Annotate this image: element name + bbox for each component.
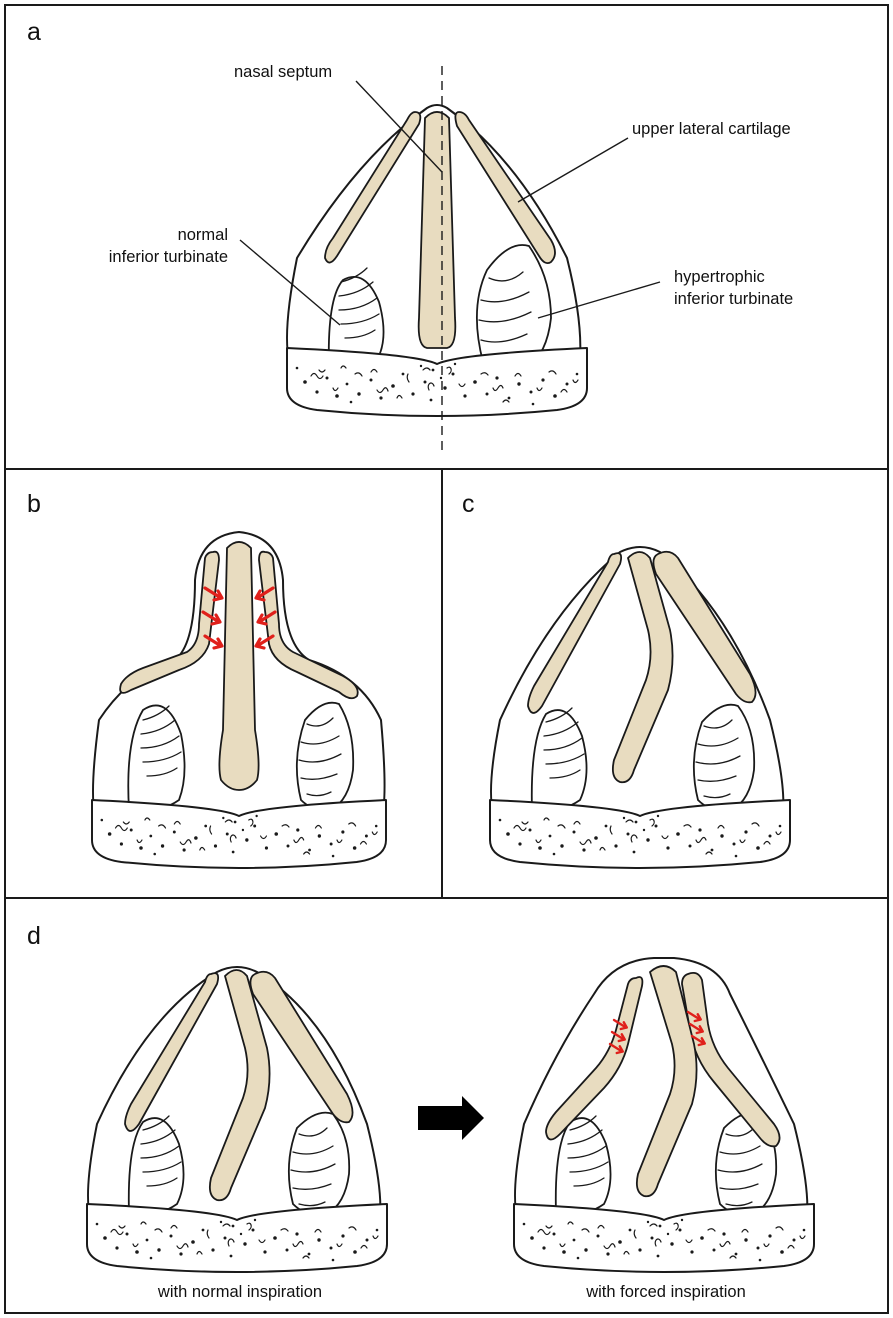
label-hypertrophic-line2: inferior turbinate xyxy=(674,290,793,308)
left-upper-lateral-cartilage-c xyxy=(527,552,623,714)
panel-c-letter: c xyxy=(462,490,475,518)
panel-b-letter: b xyxy=(27,490,41,518)
left-upper-lateral-cartilage-a xyxy=(324,111,422,264)
hypertrophic-turbinate-leader xyxy=(537,281,661,319)
label-upper-lateral-cartilage: upper lateral cartilage xyxy=(632,120,791,138)
panel-d-normal-nose xyxy=(86,966,388,1273)
panel-d-forced-nose xyxy=(513,957,815,1273)
left-upper-lateral-cartilage-d1 xyxy=(124,972,220,1132)
septum-d2 xyxy=(635,965,698,1198)
label-hypertrophic-line1: hypertrophic xyxy=(674,268,765,286)
panel-d-letter: d xyxy=(27,922,41,950)
panel-c-nose xyxy=(489,546,791,869)
deviated-septum-c xyxy=(611,551,674,784)
nasal-septum-a xyxy=(417,111,457,349)
septum-leader xyxy=(355,80,443,173)
right-inferior-turbinate-c xyxy=(692,703,756,812)
ulc-leader xyxy=(517,137,629,203)
normal-turbinate-leader xyxy=(239,239,341,326)
panel-a-nose xyxy=(286,104,588,417)
right-arrow-icon xyxy=(418,1096,484,1140)
panel-d-frame xyxy=(4,897,889,1314)
right-upper-lateral-cartilage-c xyxy=(652,550,757,704)
nasal-septum-b xyxy=(218,541,260,791)
caption-forced-inspiration: with forced inspiration xyxy=(585,1283,746,1301)
left-upper-lateral-cartilage-d2 xyxy=(545,976,644,1141)
septum-d1 xyxy=(208,969,271,1202)
label-normal-line1: normal xyxy=(178,226,228,244)
label-nasal-septum: nasal septum xyxy=(234,63,332,81)
left-inferior-turbinate-b xyxy=(127,704,186,812)
label-normal-line2: inferior turbinate xyxy=(109,248,228,266)
right-upper-lateral-cartilage-a xyxy=(454,111,556,265)
panel-b-nose xyxy=(91,531,387,869)
panel-a-letter: a xyxy=(27,18,41,46)
right-inferior-turbinate-d1 xyxy=(287,1111,351,1216)
caption-normal-inspiration: with normal inspiration xyxy=(157,1283,322,1301)
